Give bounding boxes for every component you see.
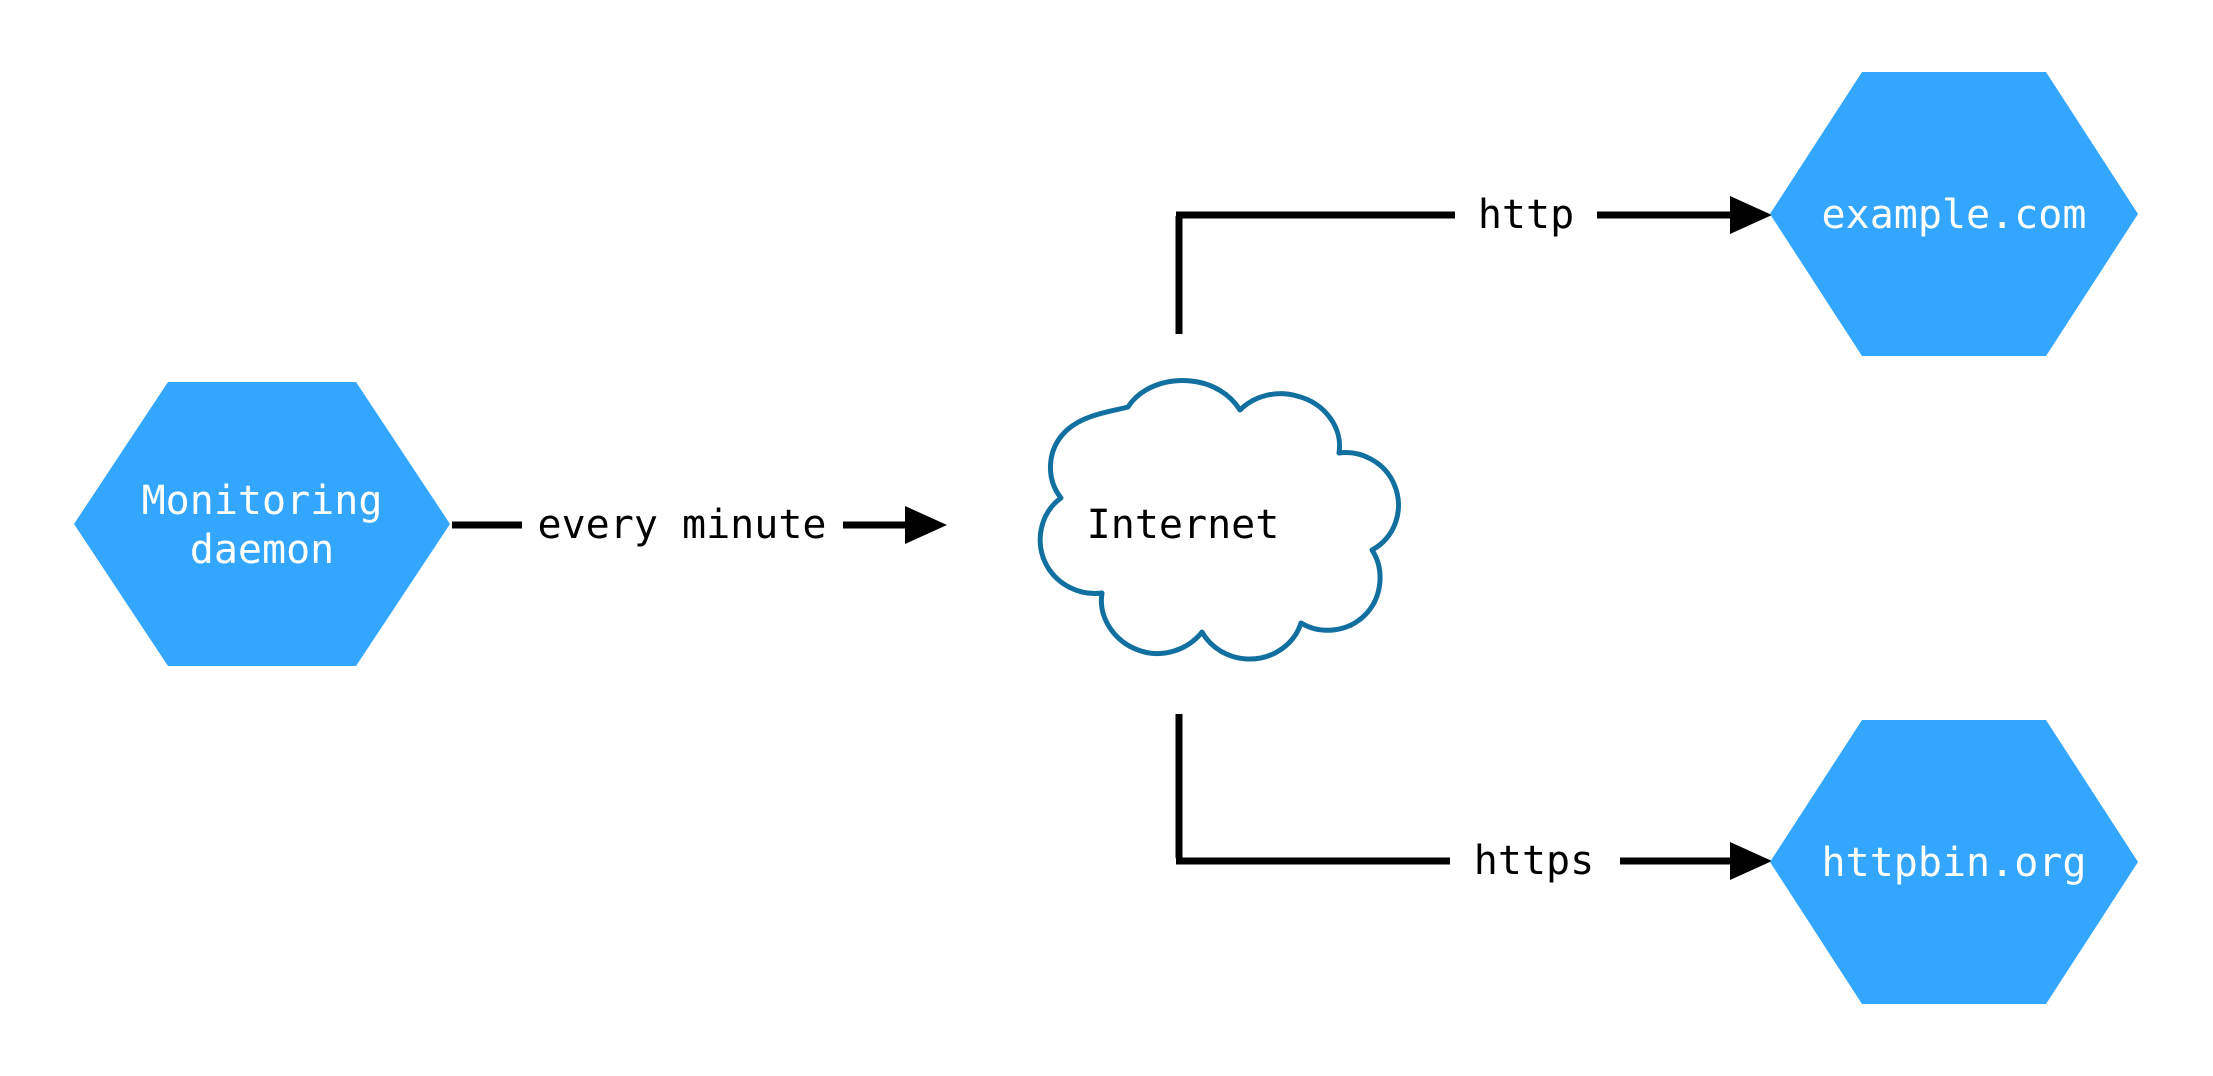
edge-label-https: https (1474, 838, 1594, 884)
node-label-internet: Internet (1087, 502, 1280, 548)
node-internet[interactable]: Internet (1037, 377, 1401, 662)
node-label-example-com: example.com (1822, 192, 2087, 238)
edge-internet-to-httpbin: https (1175, 714, 1772, 884)
arrow-head-icon (905, 506, 947, 544)
node-example-com[interactable]: example.com (1770, 72, 2138, 356)
node-monitoring-daemon[interactable]: Monitoring daemon (74, 382, 450, 666)
hexagon-shape[interactable] (74, 382, 450, 666)
node-label-httpbin-org: httpbin.org (1822, 840, 2087, 886)
edge-label-every-minute: every minute (538, 502, 827, 548)
edge-daemon-to-internet: every minute (452, 502, 947, 548)
arrow-head-icon (1730, 842, 1772, 880)
node-httpbin-org[interactable]: httpbin.org (1770, 720, 2138, 1004)
arrow-head-icon (1730, 196, 1772, 234)
hexagon-shape[interactable] (1770, 720, 2138, 1004)
cloud-shape[interactable] (1037, 377, 1401, 662)
node-label-monitoring-daemon-line1: Monitoring (142, 478, 383, 524)
edge-internet-to-example: http (1175, 192, 1772, 334)
node-label-monitoring-daemon-line2: daemon (190, 527, 335, 573)
edge-label-http: http (1478, 192, 1574, 238)
hexagon-shape[interactable] (1770, 72, 2138, 356)
